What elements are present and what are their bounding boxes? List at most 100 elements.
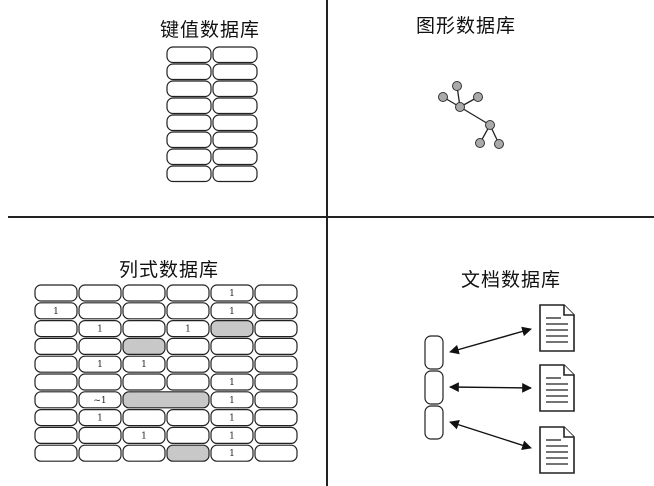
column-cell bbox=[34, 355, 78, 373]
graph-title: 图形数据库 bbox=[416, 15, 517, 37]
link-arrow bbox=[449, 420, 532, 450]
column-cell bbox=[210, 373, 254, 391]
cell-value: 1 bbox=[97, 414, 103, 424]
value-cell bbox=[212, 131, 258, 149]
cell-value: 1 bbox=[229, 431, 235, 441]
column-cell bbox=[210, 391, 254, 409]
cell-value: 1 bbox=[229, 289, 235, 299]
column-cell bbox=[34, 409, 78, 427]
column-cell bbox=[34, 444, 78, 462]
cell-value: 1 bbox=[229, 307, 235, 317]
column-cell bbox=[254, 355, 298, 373]
column-cell bbox=[254, 284, 298, 302]
document-title: 文档数据库 bbox=[461, 269, 562, 291]
column-cell bbox=[210, 409, 254, 427]
cell-value: 1 bbox=[141, 360, 147, 370]
column-cell bbox=[122, 320, 166, 338]
column-cell bbox=[166, 284, 210, 302]
column-cell bbox=[166, 373, 210, 391]
key-value-grid bbox=[166, 46, 258, 183]
document-icon bbox=[539, 304, 575, 352]
column-cell bbox=[78, 409, 122, 427]
column-cell bbox=[122, 426, 166, 444]
document-key-cell bbox=[424, 370, 444, 405]
shaded-cell bbox=[122, 337, 166, 355]
graph-network bbox=[438, 81, 504, 149]
document-key-cell bbox=[424, 335, 444, 370]
column-cell bbox=[210, 355, 254, 373]
column-cell bbox=[122, 284, 166, 302]
column-cell bbox=[78, 444, 122, 462]
cell-value: 1 bbox=[229, 449, 235, 459]
shaded-cell bbox=[210, 320, 254, 338]
value-cell bbox=[212, 63, 258, 81]
column-cell bbox=[34, 284, 78, 302]
column-cell bbox=[166, 337, 210, 355]
value-cell bbox=[212, 46, 258, 64]
value-cell bbox=[212, 165, 258, 183]
column-cell bbox=[78, 302, 122, 320]
column-cell bbox=[254, 444, 298, 462]
column-cell bbox=[166, 302, 210, 320]
column-cell bbox=[166, 355, 210, 373]
column-cell bbox=[78, 426, 122, 444]
column-cell bbox=[122, 444, 166, 462]
cell-value: 1 bbox=[141, 431, 147, 441]
key-cell bbox=[166, 131, 212, 149]
graph-node bbox=[494, 139, 504, 149]
document-icon bbox=[539, 426, 575, 474]
cell-value: 1 bbox=[185, 325, 191, 335]
graph-node bbox=[455, 102, 465, 112]
column-cell bbox=[254, 409, 298, 427]
column-cell bbox=[122, 409, 166, 427]
cell-value: 1 bbox=[97, 325, 103, 335]
graph-node bbox=[475, 138, 485, 148]
column-cell bbox=[210, 302, 254, 320]
column-cell bbox=[254, 302, 298, 320]
graph-node bbox=[452, 81, 462, 91]
graph-node bbox=[473, 92, 483, 102]
link-arrow bbox=[449, 326, 532, 355]
graph-node bbox=[438, 92, 448, 102]
column-cell bbox=[34, 320, 78, 338]
horizontal-divider bbox=[8, 216, 654, 218]
cell-value: ~1 bbox=[93, 396, 106, 406]
cell-value: 1 bbox=[229, 378, 235, 388]
column-cell bbox=[34, 391, 78, 409]
column-cell bbox=[210, 337, 254, 355]
key-cell bbox=[166, 80, 212, 98]
column-cell bbox=[34, 302, 78, 320]
column-cell bbox=[254, 426, 298, 444]
column-cell bbox=[78, 373, 122, 391]
column-cell bbox=[254, 373, 298, 391]
cell-value: 1 bbox=[97, 360, 103, 370]
cell-value: 1 bbox=[229, 396, 235, 406]
shaded-cell bbox=[122, 391, 210, 409]
column-cell bbox=[210, 426, 254, 444]
graph-node bbox=[485, 120, 495, 130]
column-cell bbox=[34, 337, 78, 355]
key-cell bbox=[166, 165, 212, 183]
column-cell bbox=[210, 284, 254, 302]
column-cell bbox=[122, 302, 166, 320]
column-cell bbox=[166, 320, 210, 338]
column-cell bbox=[34, 373, 78, 391]
vertical-divider bbox=[326, 0, 328, 486]
document-icon bbox=[539, 364, 575, 412]
column-cell bbox=[122, 355, 166, 373]
value-cell bbox=[212, 80, 258, 98]
column-title: 列式数据库 bbox=[119, 259, 220, 281]
cell-value: 1 bbox=[53, 307, 59, 317]
key-cell bbox=[166, 97, 212, 115]
value-cell bbox=[212, 114, 258, 132]
key-cell bbox=[166, 63, 212, 81]
graph-edge bbox=[459, 106, 491, 126]
column-cell bbox=[78, 284, 122, 302]
column-cell bbox=[78, 391, 122, 409]
column-cell bbox=[78, 320, 122, 338]
key-cell bbox=[166, 148, 212, 166]
key-cell bbox=[166, 114, 212, 132]
column-cell bbox=[210, 444, 254, 462]
